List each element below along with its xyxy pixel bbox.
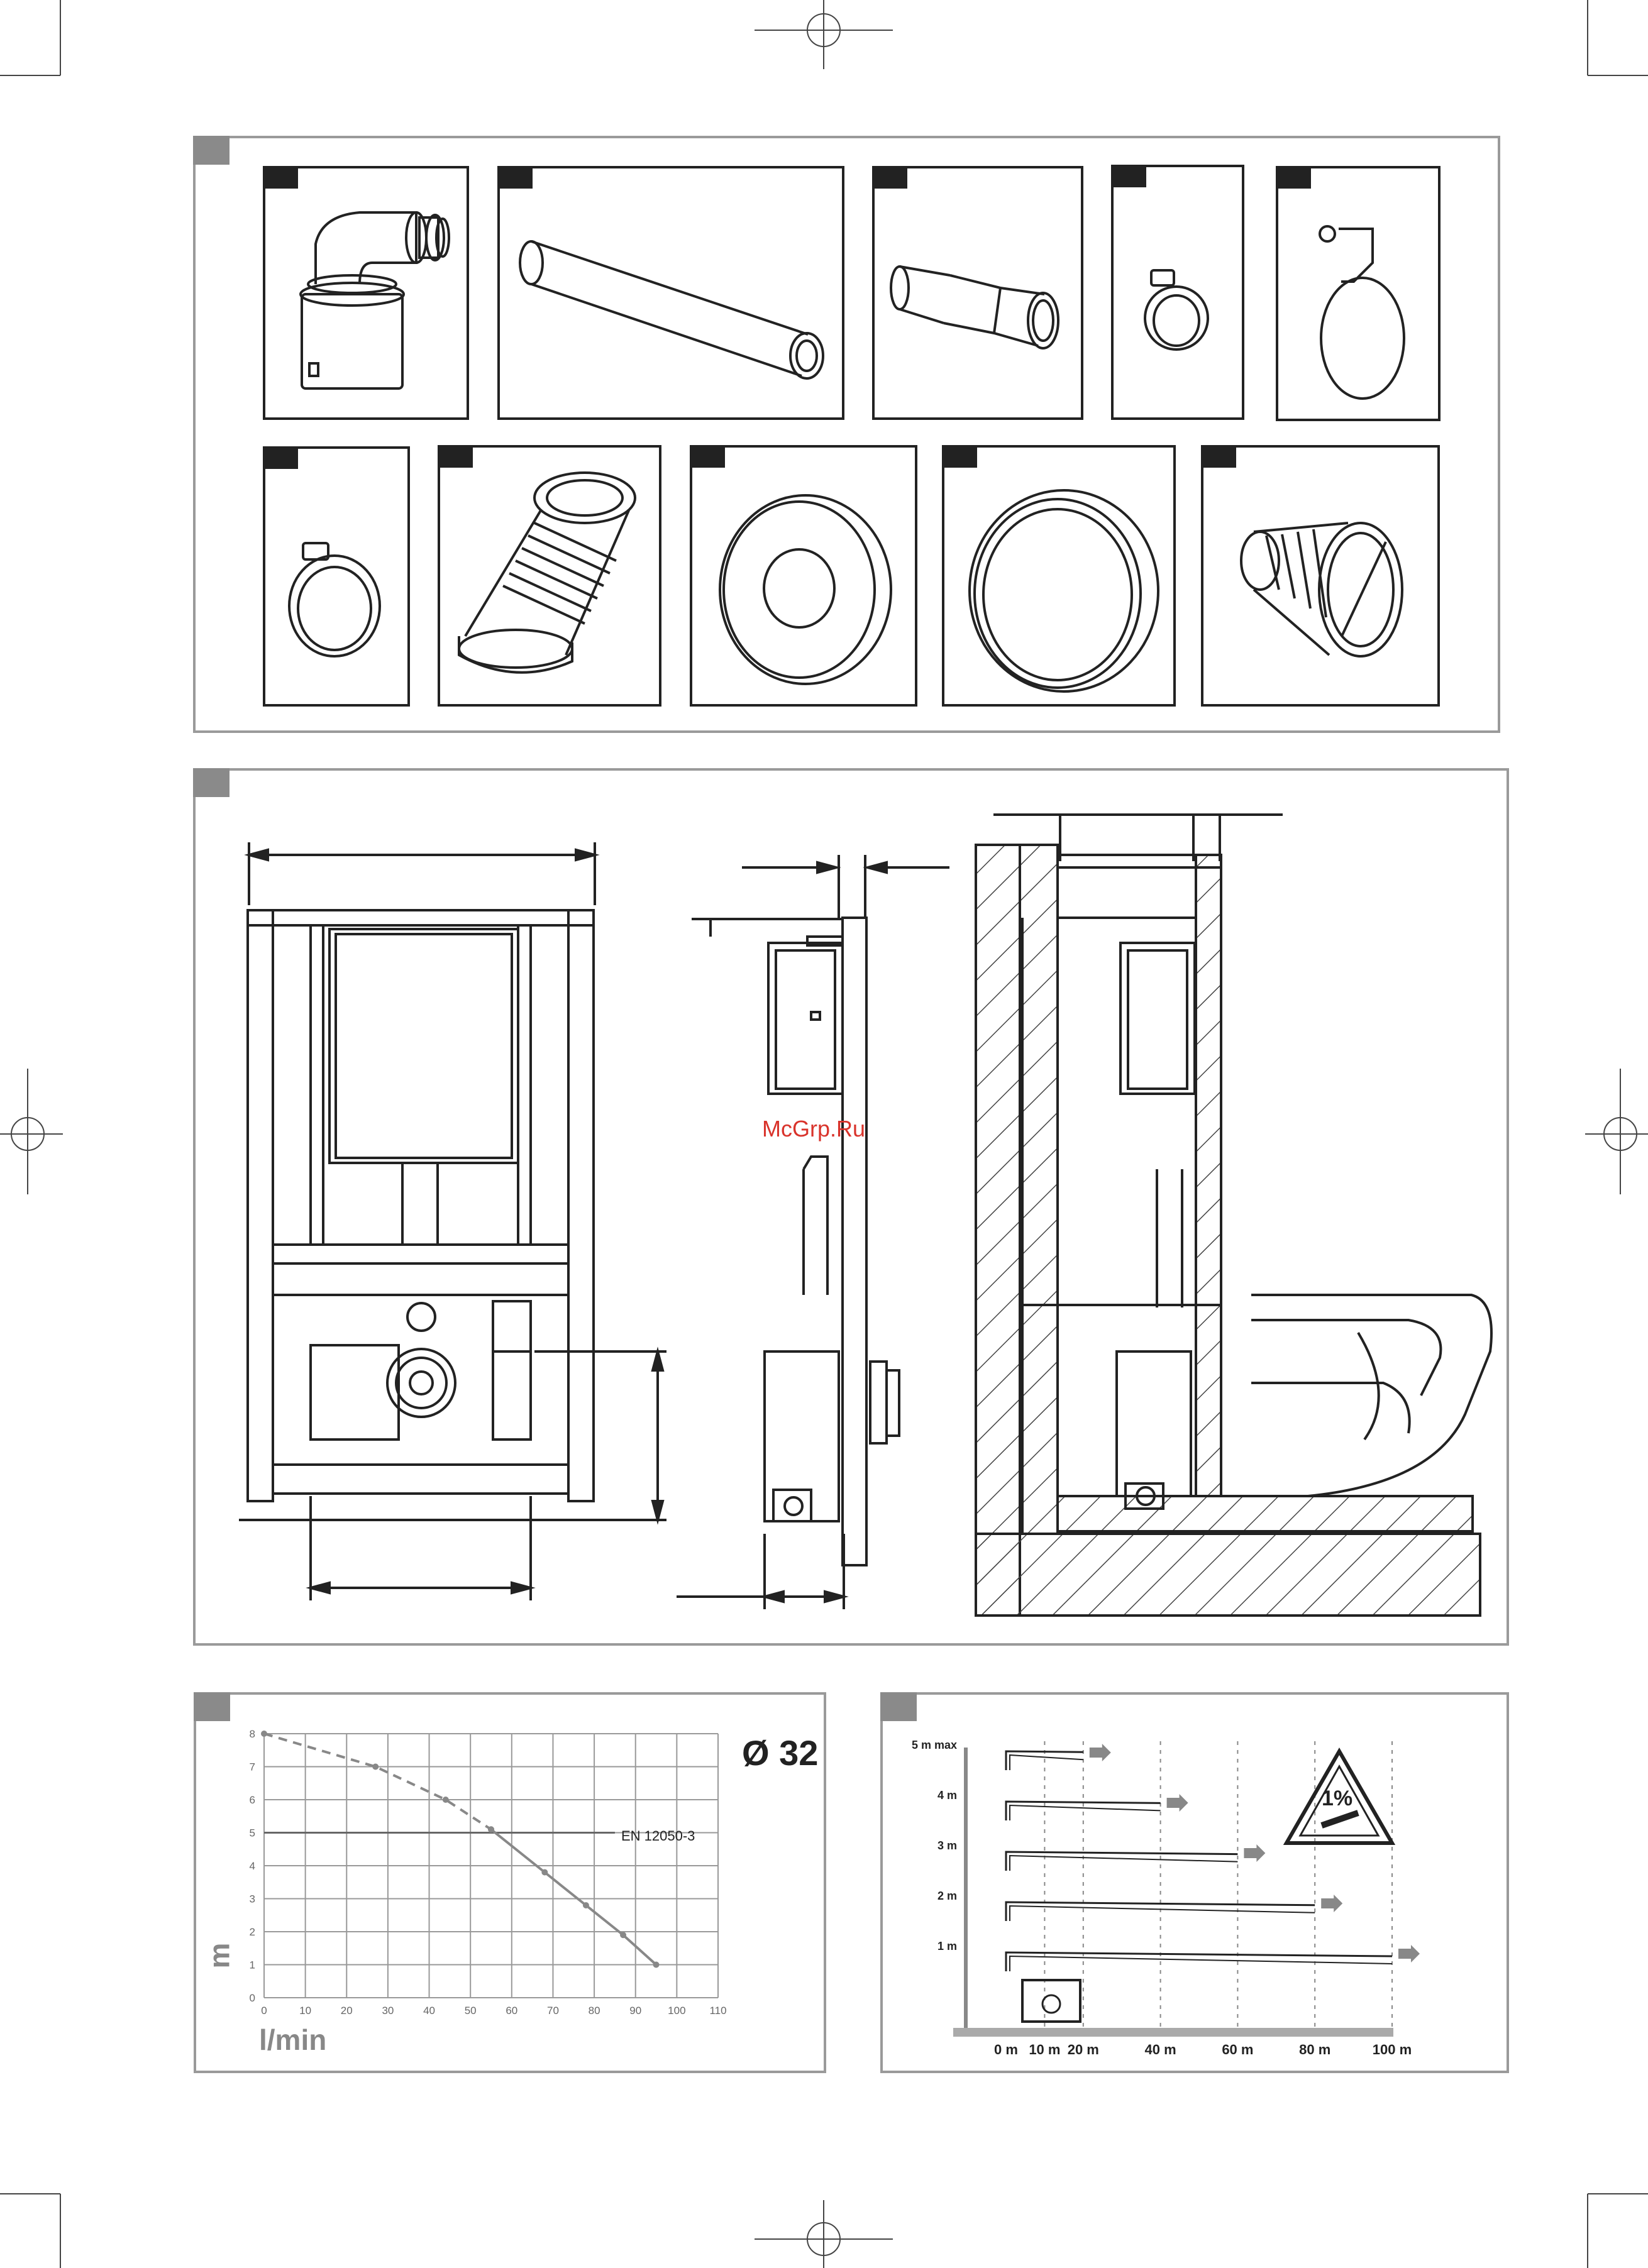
elbow-connector-icon: [265, 168, 467, 417]
slope-sign-icon: 1%: [1283, 1748, 1396, 1848]
panel-tag: [193, 136, 230, 165]
reducer-icon: [875, 168, 1081, 417]
hose-clamp-large-icon: [265, 449, 407, 704]
part-elbow-connector: [263, 166, 469, 420]
watermark: McGrp.Ru: [762, 1116, 865, 1142]
part-large-clamp: [263, 446, 410, 707]
installation-panel: [193, 768, 1509, 1646]
panel-tag: [193, 768, 230, 797]
rosette-icon: [692, 448, 915, 704]
pump-curve-panel: [194, 1692, 826, 2073]
slope-label: 1%: [1322, 1786, 1352, 1811]
bellows-sleeve-icon: [440, 448, 659, 704]
part-non-return-valve: [1276, 166, 1441, 421]
flap-valve-icon: [1278, 168, 1438, 419]
part-reducer: [872, 166, 1083, 420]
x-unit-label: l/min: [259, 2023, 326, 2057]
part-small-clamp: [1111, 165, 1244, 420]
sealing-ring-icon: [944, 448, 1173, 704]
hose-clamp-icon: [1114, 167, 1242, 417]
part-bellows-sleeve: [438, 445, 661, 707]
inlet-connector-icon: [1203, 448, 1437, 704]
panel-tag: [194, 1692, 230, 1721]
part-inlet-connector: [1201, 445, 1440, 707]
part-wall-rosette: [690, 445, 917, 707]
panel-tag: [880, 1692, 917, 1721]
pipe-icon: [500, 168, 842, 417]
y-unit-label: m: [202, 1943, 236, 1969]
part-sealing-ring: [942, 445, 1176, 707]
standard-label: EN 12050-3: [621, 1828, 695, 1844]
discharge-panel: [880, 1692, 1509, 2073]
pipe-diameter-label: Ø 32: [742, 1732, 818, 1773]
part-pipe: [497, 166, 844, 420]
